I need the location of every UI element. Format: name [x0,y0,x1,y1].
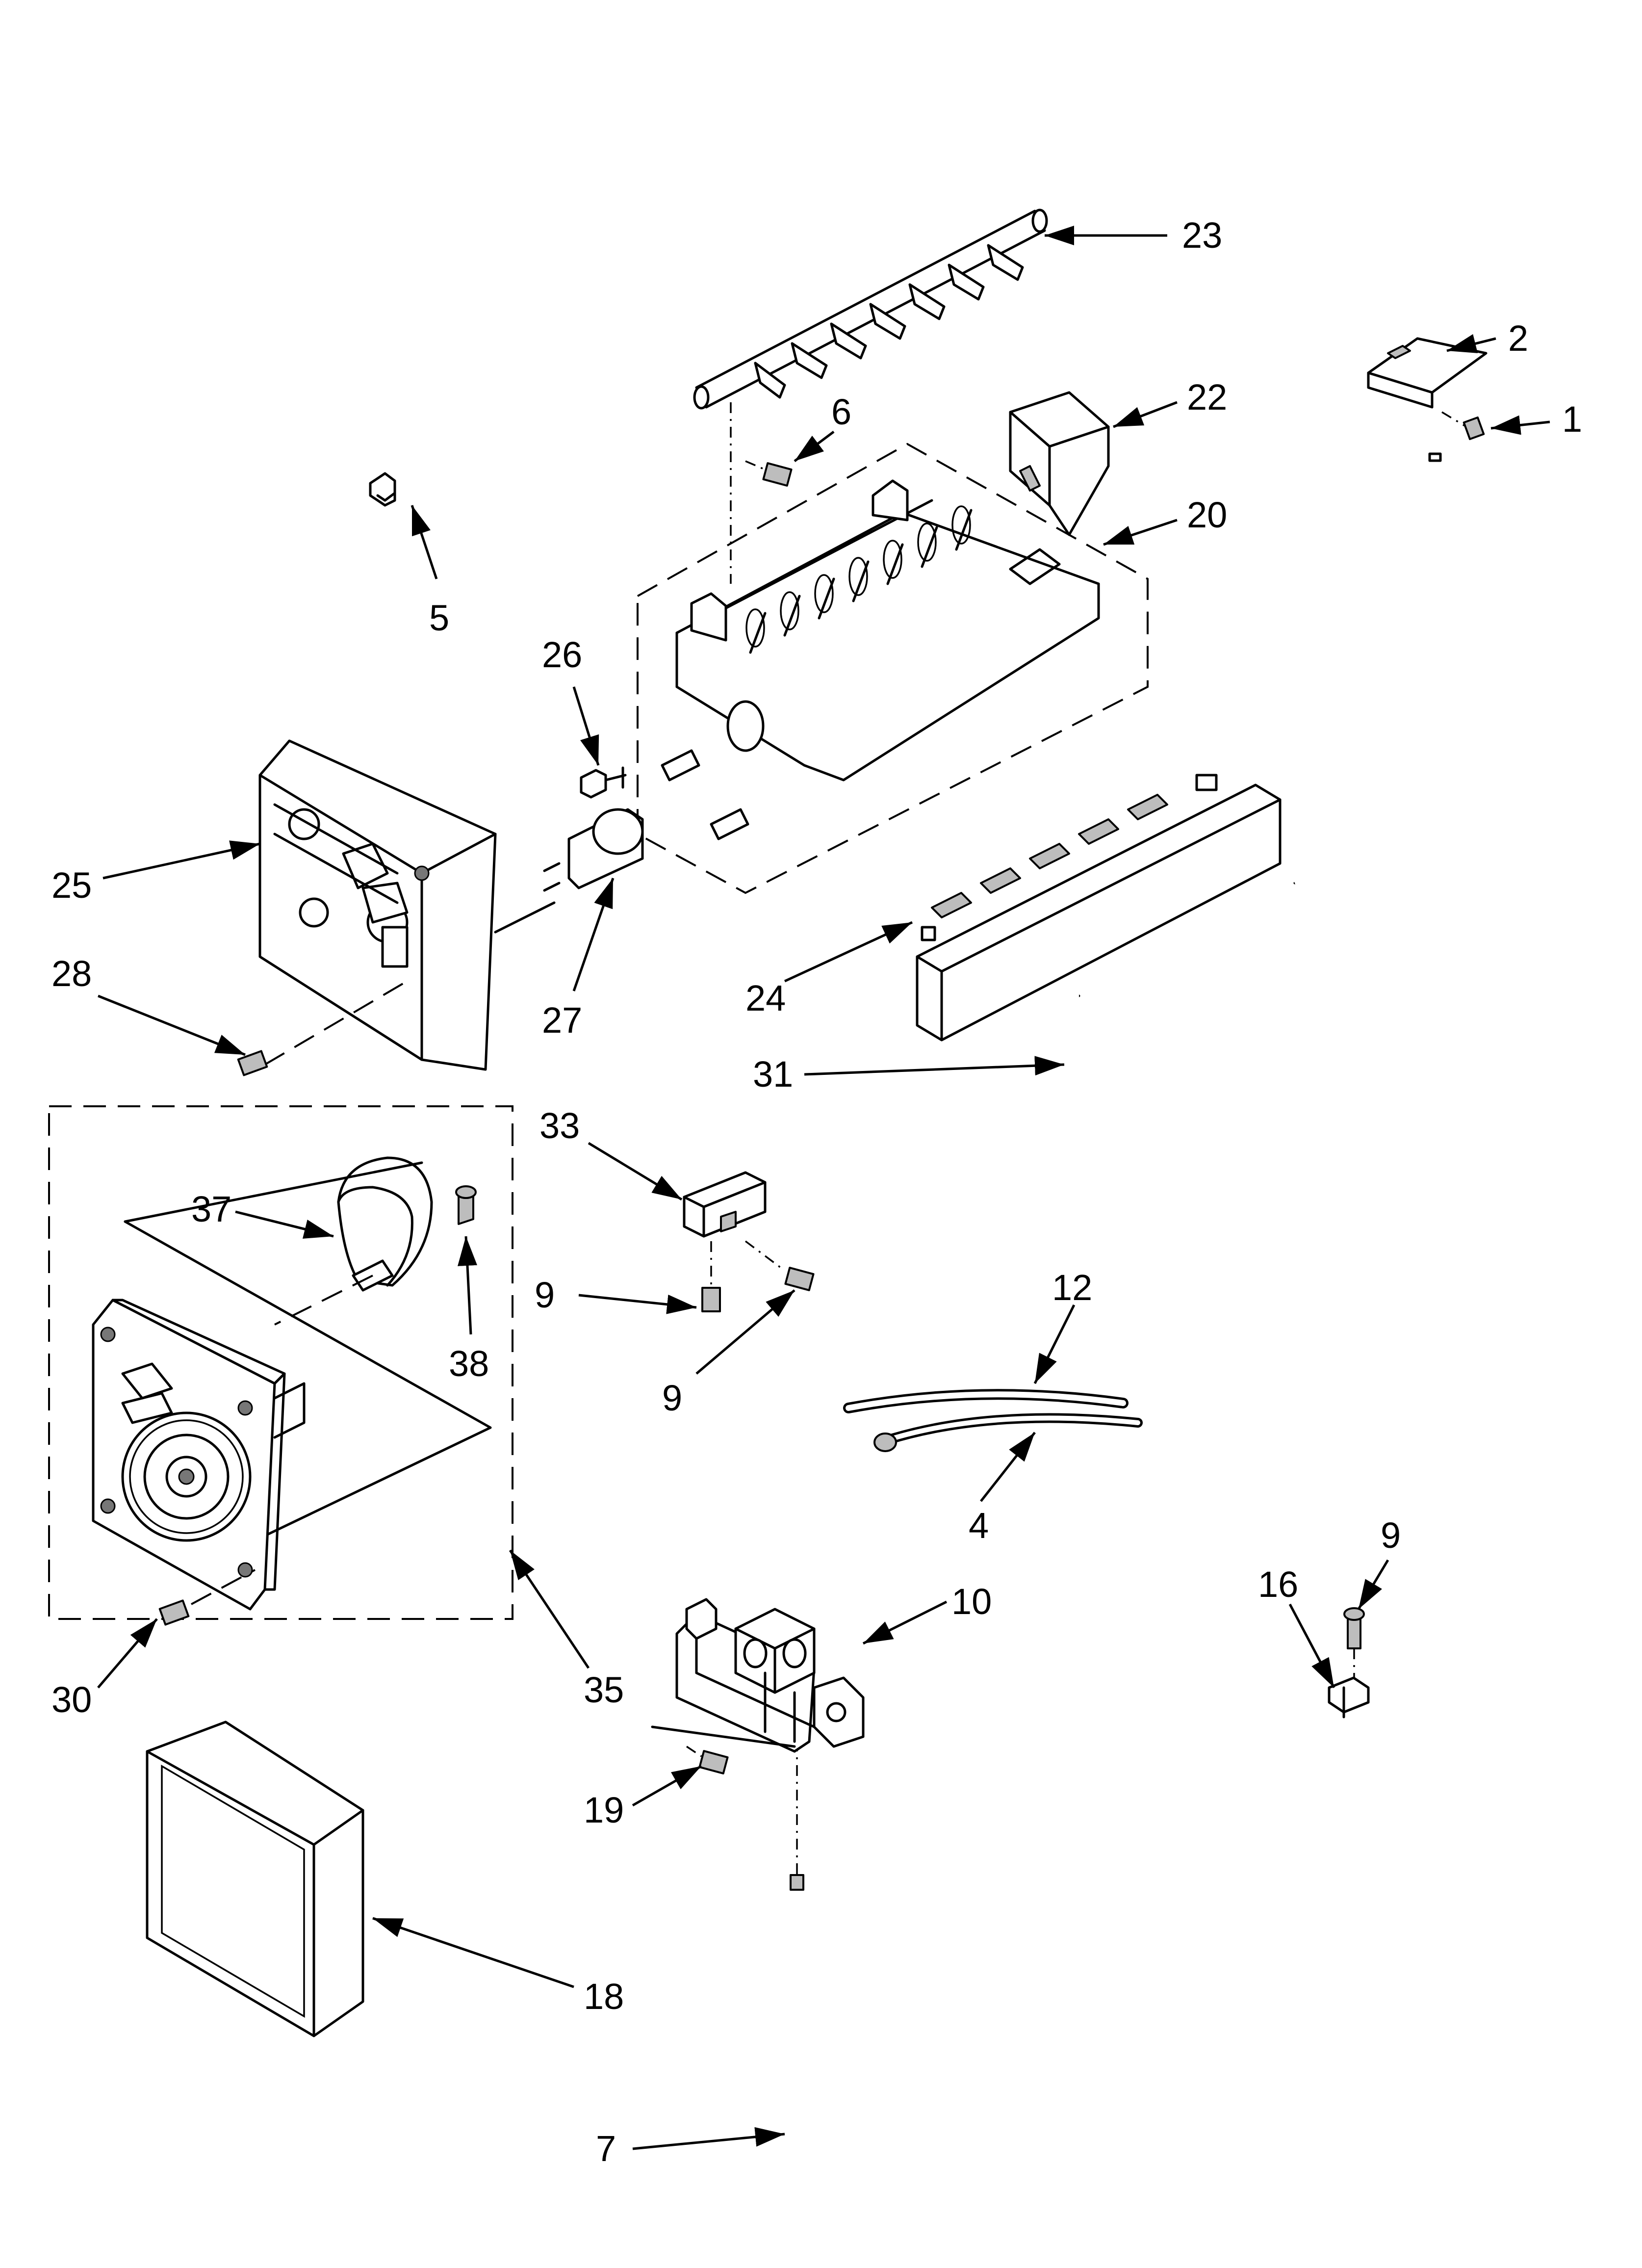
leader-lines [97,226,1550,2150]
fuse-part-26 [580,766,627,799]
callout-27: 27 [542,1000,582,1041]
callout-24: 24 [745,978,786,1018]
screw-part-30 [158,1569,256,1626]
callout-7: 7 [596,2128,616,2169]
callout-9-a: 9 [535,1275,555,1315]
callout-6: 6 [831,391,851,432]
water-tube-part-7 [790,452,1442,2139]
screw-part-9-c [1343,1607,1365,1678]
tube-part-4 [873,1413,1143,1452]
callout-9-c: 9 [1381,1515,1401,1556]
screw-part-19 [686,1746,729,1774]
fill-cup-part-22 [1009,391,1110,536]
callout-31: 31 [753,1054,793,1095]
callout-37: 37 [191,1189,231,1229]
screw-part-6 [730,402,793,584]
thermostat-part-27 [543,808,644,892]
control-module-box-part-35 [48,1105,513,1620]
callout-10: 10 [951,1581,992,1622]
callout-22: 22 [1187,377,1227,417]
callout-23: 23 [1182,215,1222,256]
ejector-part-23 [693,209,1048,410]
callout-12: 12 [1052,1267,1092,1308]
callout-30: 30 [51,1679,92,1720]
stripper-part-24 [916,774,1282,1042]
screw-part-28 [237,980,408,1076]
callout-35: 35 [584,1669,624,1710]
callout-18: 18 [584,1976,624,2017]
bracket-part-2 [1367,337,1488,409]
screw-part-9-b [744,1240,815,1291]
callout-4: 4 [969,1505,989,1546]
callout-25: 25 [51,865,92,906]
screw-part-38 [455,1185,477,1225]
bracket-part-33 [683,1171,767,1238]
callout-20: 20 [1187,495,1227,535]
callout-2: 2 [1508,318,1528,359]
callout-33: 33 [539,1105,580,1146]
tube-part-12 [843,1389,1129,1413]
mold-assembly-part-20 [637,443,1149,894]
water-valve-part-10 [651,1598,865,1753]
callout-1: 1 [1562,399,1582,440]
control-module-body [92,1161,492,1611]
clip-part-5 [369,472,396,507]
callout-38: 38 [449,1343,489,1384]
callout-28: 28 [51,953,92,994]
clamp-part-16 [1328,1676,1370,1719]
callout-16: 16 [1258,1564,1298,1605]
callout-labels: 23 2 22 1 6 20 5 26 25 28 27 24 31 33 37… [51,215,1582,2169]
callout-5: 5 [429,598,449,638]
callout-26: 26 [542,634,582,675]
shutoff-arm-part-31 [1062,871,1356,1105]
callout-19: 19 [584,1790,624,1830]
cover-part-18 [146,1721,364,2037]
callout-9-b: 9 [662,1378,682,1418]
screw-part-1 [1441,411,1485,441]
screw-part-9-a [701,1241,721,1312]
housing-part-25 [258,739,556,1071]
